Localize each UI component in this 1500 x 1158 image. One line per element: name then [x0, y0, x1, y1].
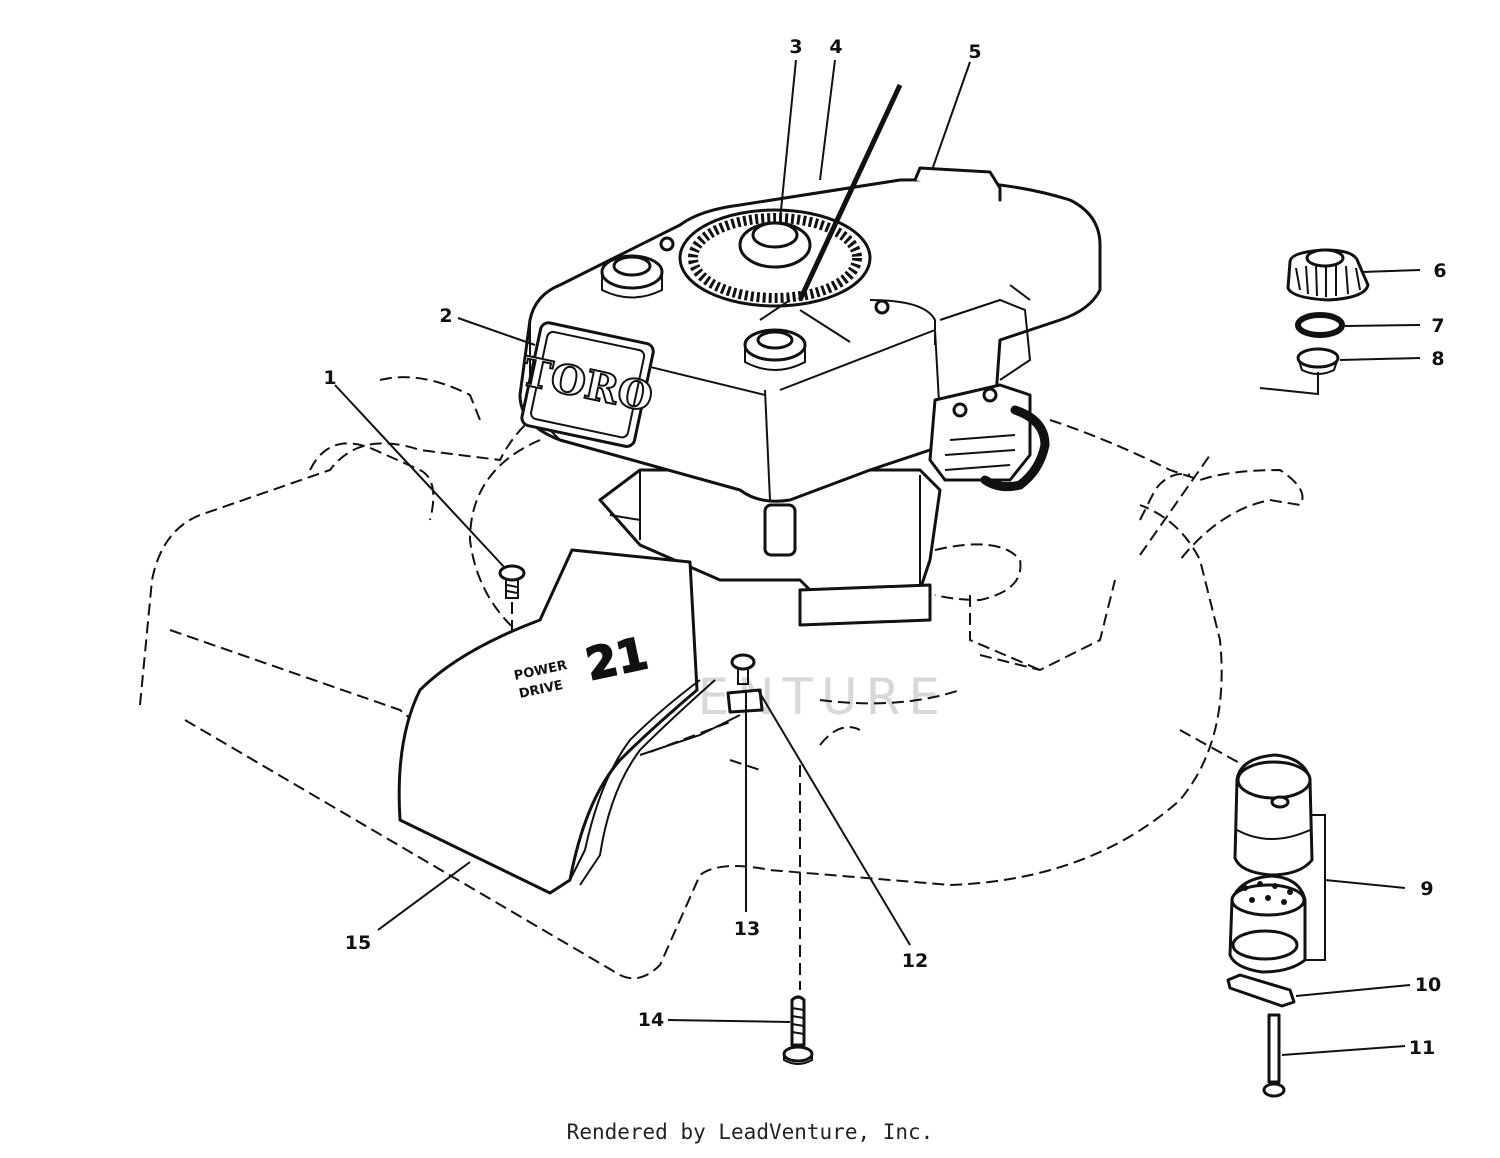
part-14-bolt — [782, 995, 814, 1065]
part-6-air-cleaner — [1286, 248, 1370, 302]
engine-assembly: TORO — [516, 83, 1102, 627]
part-8-base — [1259, 347, 1340, 396]
callout-13: 13 — [734, 918, 760, 940]
part-11-bolt — [1262, 1013, 1286, 1098]
callout-4: 4 — [829, 36, 842, 58]
part-9-adapter — [1228, 753, 1326, 974]
callout-12: 12 — [902, 950, 928, 972]
callout-1: 1 — [323, 367, 336, 389]
callout-labels: 1 2 3 4 5 6 7 8 9 10 11 12 13 14 15 — [323, 36, 1446, 1059]
mower-deck — [139, 376, 1304, 990]
callout-3: 3 — [789, 36, 802, 58]
callout-2: 2 — [439, 305, 452, 327]
callout-11: 11 — [1409, 1037, 1435, 1059]
part-10-washer — [1226, 973, 1296, 1008]
front-shield: 21 POWER DRIVE — [397, 548, 716, 895]
callout-9: 9 — [1420, 878, 1433, 900]
callout-14: 14 — [638, 1009, 664, 1031]
callout-10: 10 — [1415, 974, 1441, 996]
part-7-filter — [1295, 312, 1345, 338]
part-1-screw — [498, 564, 526, 635]
callout-15: 15 — [345, 932, 371, 954]
callout-5: 5 — [968, 41, 981, 63]
callout-8: 8 — [1431, 348, 1444, 370]
callout-6: 6 — [1433, 260, 1446, 282]
footer-credit: Rendered by LeadVenture, Inc. — [566, 1120, 934, 1144]
leader-lines — [334, 59, 1421, 1056]
callout-7: 7 — [1431, 315, 1444, 337]
